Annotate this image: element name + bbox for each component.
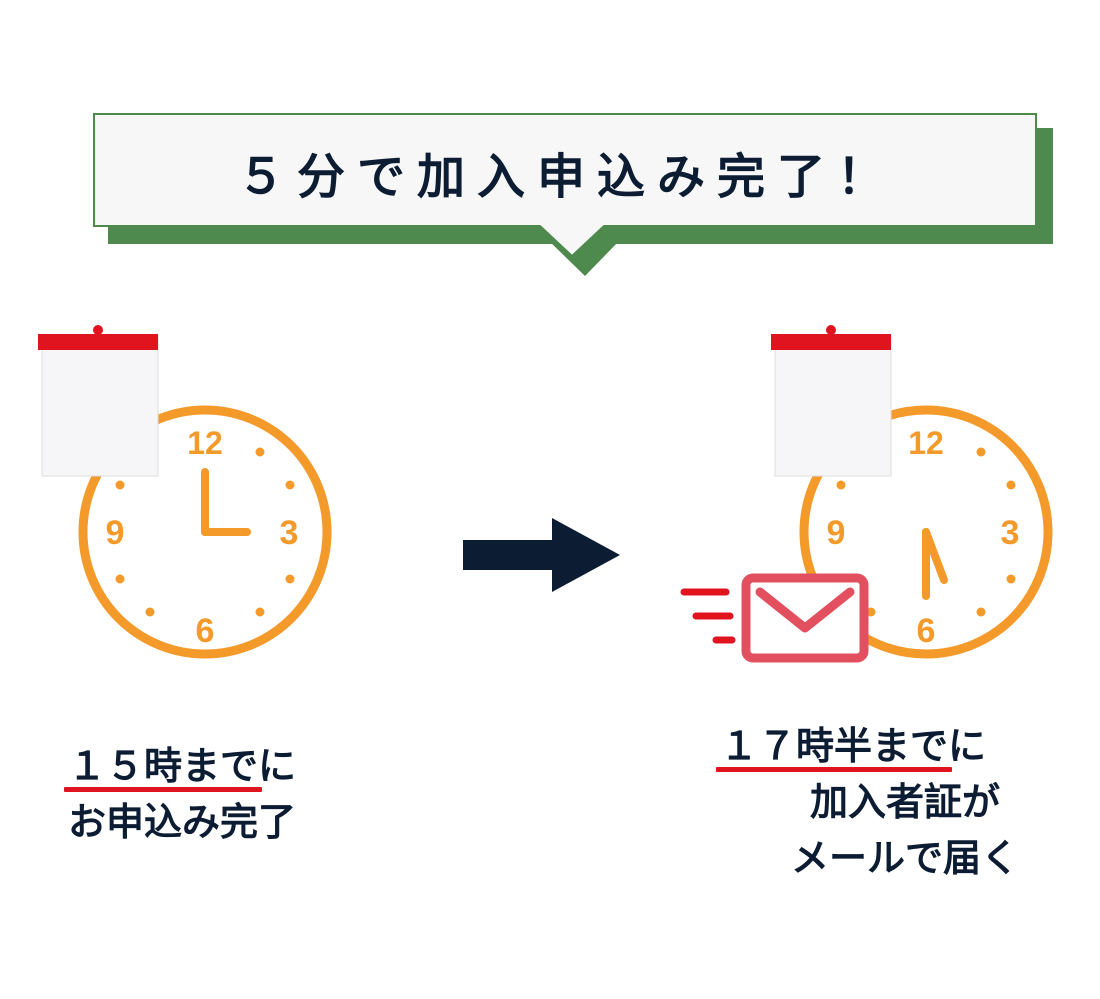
clock-number-9: 9 [827,514,846,552]
left-caption-underlined-text: １５時まで [68,744,259,788]
left-caption-underlined: １５時まで [64,738,263,794]
right-caption-red-underline [716,767,953,772]
clock-number-3: 3 [1001,514,1020,552]
right-caption-underlined-text: １７時半まで [720,724,949,768]
right-caption-line-3: メールで届く [790,836,1019,880]
right-caption-line-1: １７時半までに [716,718,1090,774]
banner-tail-outline [539,225,605,258]
speech-banner [93,113,1053,276]
right-caption-underlined: １７時半まで [716,718,953,774]
clock-icon: 12 3 6 9 [78,405,332,659]
left-caption-line-1: １５時までに [64,738,297,794]
clock-number-12: 12 [908,425,944,461]
right-step-caption: １７時半までに 加入者証が メールで届く [716,718,1090,886]
banner-tail [540,225,604,256]
arrow-right-icon [463,518,620,592]
right-caption-rest: に [948,724,987,768]
banner-box [93,113,1037,227]
left-step-caption: １５時までに お申込み完了 [64,738,297,850]
clock-number-3: 3 [280,514,299,552]
left-caption-line-2: お申込み完了 [68,800,297,844]
clock-number-6: 6 [196,612,215,650]
left-caption-red-underline [64,787,263,792]
left-caption-rest: に [258,744,297,788]
calendar-icon [771,325,892,477]
calendar-icon [38,325,159,477]
banner-heading: ５分で加入申込み完了！ [236,149,897,205]
clock-number-9: 9 [106,514,125,552]
right-caption-line-2: 加入者証が [809,780,1000,824]
clock-number-6: 6 [917,612,936,650]
clock-number-12: 12 [187,425,223,461]
mail-icon [680,573,869,663]
